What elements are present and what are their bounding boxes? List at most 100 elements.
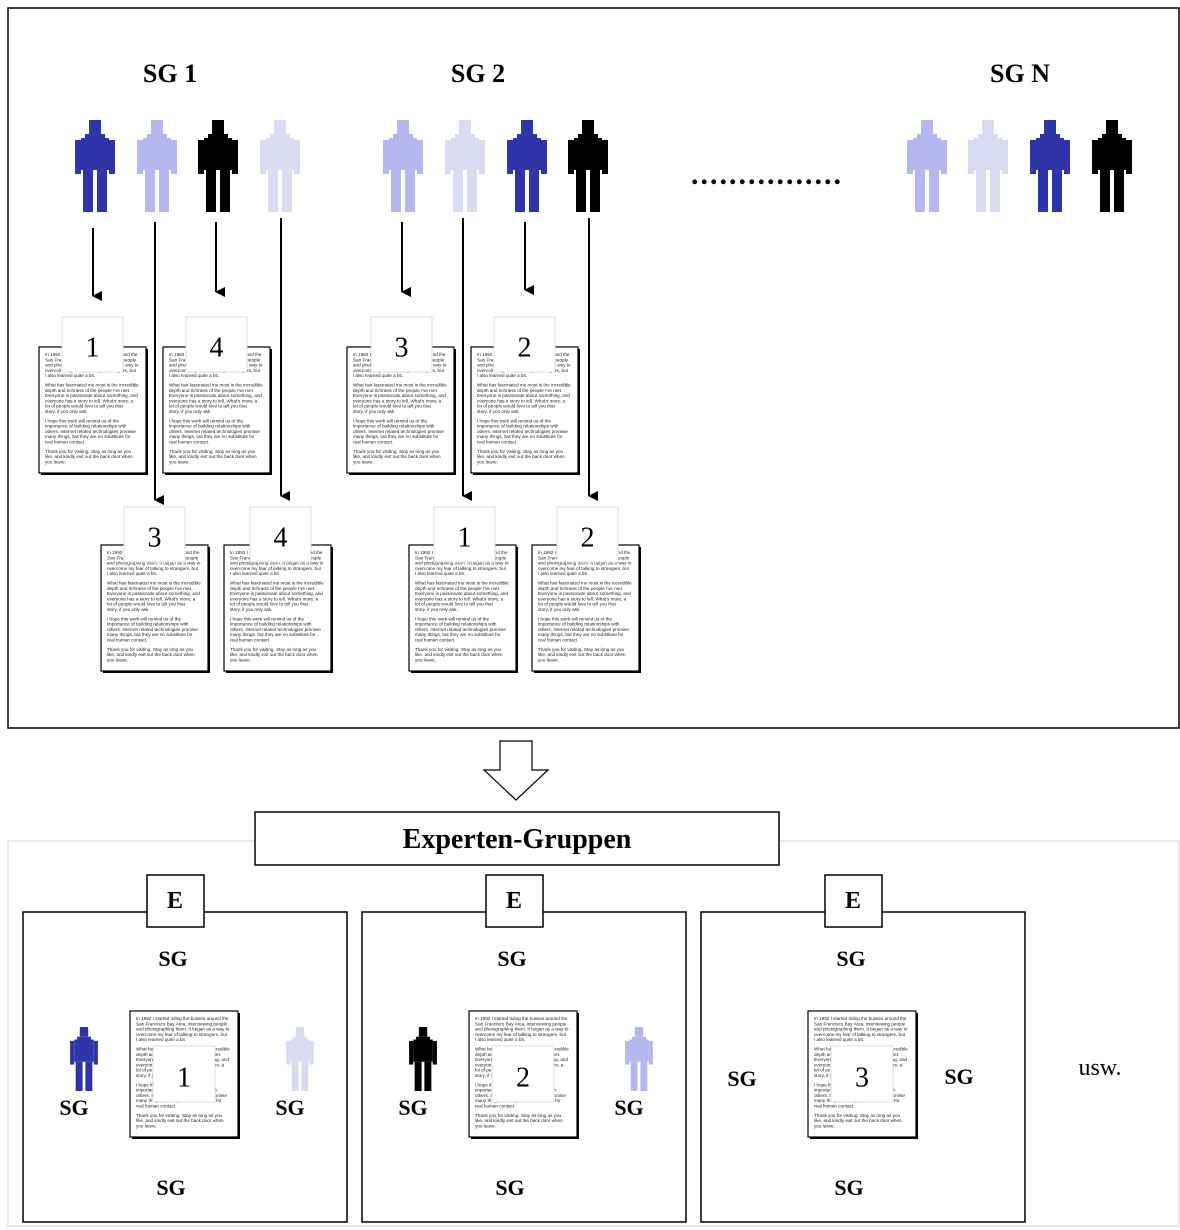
document-line: overcome my fear of talking to strangers…: [230, 566, 322, 571]
sg-label-top: SG: [158, 946, 187, 971]
document-line: importance of building relationships wit…: [353, 424, 435, 429]
document-line: lot of people would love to tell you tha…: [538, 602, 617, 607]
document-line: Thank you for visiting. Stay as long as …: [475, 1113, 561, 1118]
document-line: and photographing them. It began as a wa…: [475, 1027, 569, 1032]
document-line: lot of people would love to tell you tha…: [169, 404, 248, 409]
sg-label-left: SG: [398, 1095, 427, 1120]
document-line: I also learned quite a bit.: [477, 373, 527, 378]
document-line: What has fascinated me most is the incre…: [107, 581, 201, 586]
document-line: real human contact.: [107, 638, 147, 643]
expert-tag-box: [824, 874, 883, 928]
number-label-box: [370, 316, 433, 373]
document-line: you leave.: [45, 459, 66, 464]
document-line: lot of people would love to tell you tha…: [107, 602, 186, 607]
document-line: everyone has a story to tell. What's mor…: [415, 596, 504, 601]
group-label-sg1: SG 1: [143, 59, 197, 88]
document-line: like, and kindly exit out the back door …: [136, 1118, 224, 1123]
document-line: Thank you for visiting. Stay as long as …: [415, 647, 501, 652]
document-line: lot of people would love to tell you tha…: [45, 404, 124, 409]
document-card: In 1992 I started riding the busses arou…: [223, 506, 333, 673]
document-line: I hope this work will remind us of the: [477, 418, 551, 423]
document-line: depth and richness of the people I've me…: [477, 388, 562, 393]
number-label-box: [152, 1045, 216, 1103]
document-card: In 1992 I started riding the busses arou…: [100, 506, 210, 673]
document-line: everyone has a story to tell. What's mor…: [169, 398, 258, 403]
document-number: 3: [148, 523, 162, 554]
number-label-box: [556, 506, 619, 563]
number-label-box: [249, 506, 312, 563]
person-icon: [507, 120, 547, 212]
document-line: I hope this work will remind us of the: [230, 616, 304, 621]
document-line: Everyone is passionate about something, …: [230, 591, 323, 596]
document-line: What has fascinated me most is the incre…: [230, 581, 324, 586]
document-line: like, and kindly exit out the back door …: [475, 1118, 563, 1123]
document-line: like, and kindly exit out the back door …: [353, 454, 441, 459]
document-card: In 1992 I started riding the busses arou…: [346, 316, 456, 475]
number-label-box: [185, 316, 248, 373]
document-line: San Francisco Bay Area, interviewing peo…: [814, 1021, 906, 1026]
document-card: In 1992 I started riding the busses arou…: [408, 506, 518, 673]
document-line: many things, but they are no substitute …: [353, 434, 439, 439]
document-line: importance of building relationships wit…: [477, 424, 559, 429]
document-line: Thank you for visiting. Stay as long as …: [538, 647, 624, 652]
document-line: many things, but they are no substitute …: [477, 434, 563, 439]
document-line: and photographing them. It began as a wa…: [538, 561, 632, 566]
person-icon: [968, 120, 1008, 212]
document-line: importance of building relationships wit…: [169, 424, 251, 429]
person-icon: [75, 120, 115, 212]
document-line: Thank you for visiting. Stay as long as …: [353, 449, 439, 454]
document-line: I also learned quite a bit.: [814, 1037, 864, 1042]
document-line: real human contact.: [45, 440, 85, 445]
document-line: like, and kindly exit out the back door …: [107, 652, 195, 657]
document-line: I also learned quite a bit.: [415, 571, 465, 576]
document-line: like, and kindly exit out the back door …: [230, 652, 318, 657]
document-number: 4: [274, 523, 288, 554]
document-line: story, if you only ask.: [477, 409, 520, 414]
document-line: everyone has a story to tell. What's mor…: [538, 596, 627, 601]
document-line: importance of building relationships wit…: [415, 622, 497, 627]
document-line: Everyone is passionate about something, …: [353, 393, 446, 398]
document-line: Thank you for visiting. Stay as long as …: [814, 1113, 900, 1118]
sg-label-left: SG: [59, 1095, 88, 1120]
assignment-arrows: [92, 218, 598, 505]
document-line: real human contact.: [415, 638, 455, 643]
sg-label-top: SG: [497, 946, 526, 971]
document-line: many things, but they are no substitute …: [538, 632, 624, 637]
document-line: Thank you for visiting. Stay as long as …: [230, 647, 316, 652]
document-line: Thank you for visiting. Stay as long as …: [45, 449, 131, 454]
document-number: 3: [395, 333, 409, 364]
document-line: overcome my fear of talking to strangers…: [814, 1032, 906, 1037]
sg-label-right: SG: [614, 1095, 643, 1120]
document-line: I also learned quite a bit.: [107, 571, 157, 576]
document-card: In 1992 I started riding the busses arou…: [470, 316, 580, 475]
sg-label-top: SG: [836, 946, 865, 971]
document-line: In 1992 I started riding the busses arou…: [136, 1016, 229, 1021]
document-line: real human contact.: [136, 1104, 176, 1109]
document-line: What has fascinated me most is the incre…: [353, 383, 447, 388]
document-line: others. Internet related technologies pr…: [477, 429, 568, 434]
document-line: real human contact.: [538, 638, 578, 643]
document-line: and photographing them. It began as a wa…: [230, 561, 324, 566]
document-line: I also learned quite a bit.: [136, 1037, 186, 1042]
person-icon: [137, 120, 177, 212]
document-card: In 1992 I started riding the busses arou…: [807, 1010, 918, 1139]
document-line: overcome my fear of talking to strangers…: [136, 1032, 228, 1037]
experts-title-box: [254, 811, 780, 866]
document-line: story, if you only ask.: [415, 607, 458, 612]
document-line: everyone has a story to tell. What's mor…: [353, 398, 442, 403]
document-line: Thank you for visiting. Stay as long as …: [136, 1113, 222, 1118]
document-line: everyone has a story to tell. What's mor…: [230, 596, 319, 601]
document-line: lot of people would love to tell you tha…: [477, 404, 556, 409]
group-label-sg2: SG 2: [451, 59, 505, 88]
document-line: I also learned quite a bit.: [353, 373, 403, 378]
document-line: lot of people would love to tell you tha…: [230, 602, 309, 607]
ellipsis: ................: [691, 158, 843, 191]
document-line: you leave.: [475, 1123, 496, 1128]
document-line: others. Internet related technologies pr…: [538, 627, 629, 632]
document-line: Everyone is passionate about something, …: [45, 393, 138, 398]
document-line: many things, but they are no substitute …: [230, 632, 316, 637]
person-icon: [1030, 120, 1070, 212]
document-line: In 1992 I started riding the busses arou…: [814, 1016, 907, 1021]
